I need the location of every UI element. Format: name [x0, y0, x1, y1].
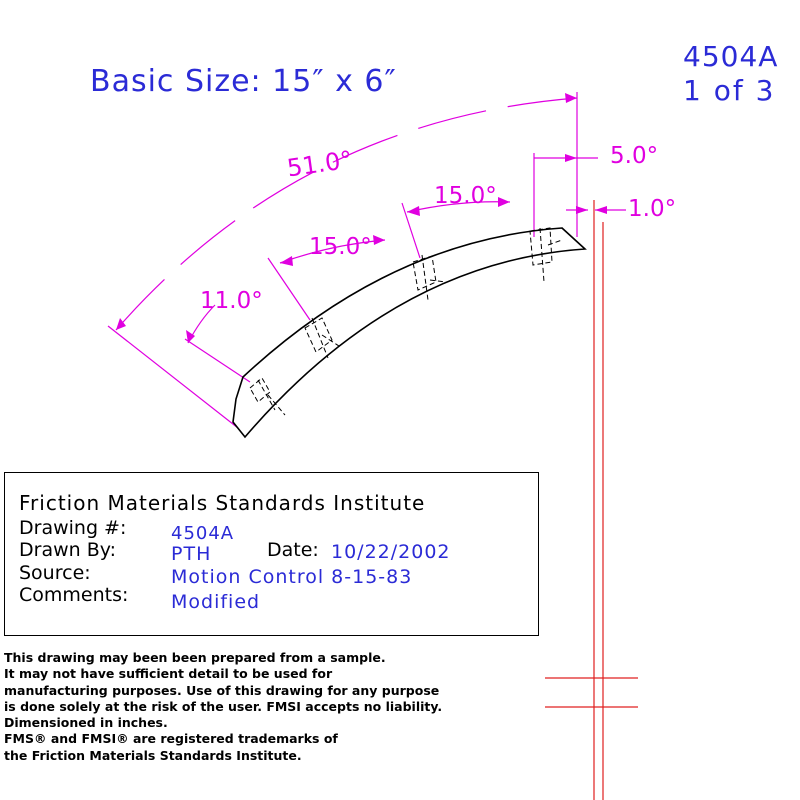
disclaimer: This drawing may been been prepared from…: [4, 650, 442, 764]
drawing-number: 4504A: [683, 40, 779, 73]
drawn-by-value: PTH: [171, 543, 212, 565]
disclaimer-line: manufacturing purposes. Use of this draw…: [4, 682, 440, 698]
drawing-number-label: Drawing #:: [19, 517, 127, 539]
source-value: Motion Control 8-15-83: [171, 566, 413, 588]
date-value: 10/22/2002: [331, 541, 451, 563]
drawing-number-value: 4504A: [171, 523, 235, 544]
comments-value: Modified: [171, 591, 261, 613]
dim-angle-a: 11.0°: [200, 288, 263, 314]
dimension-arrowheads: [116, 93, 607, 343]
organization-name: Friction Materials Standards Institute: [19, 491, 426, 515]
disclaimer-line: It may not have sufficient detail to be …: [4, 666, 333, 682]
hidden-features: [249, 227, 563, 416]
centerline: [545, 200, 638, 800]
disclaimer-line: the Friction Materials Standards Institu…: [4, 747, 302, 763]
basic-size-label: Basic Size: 15″ x 6″: [90, 64, 397, 99]
sheet-number: 1 of 3: [683, 74, 776, 107]
disclaimer-line: FMS® and FMSI® are registered trademarks…: [4, 731, 338, 747]
dim-offset-a: 5.0°: [610, 143, 659, 169]
comments-label: Comments:: [19, 584, 129, 606]
disclaimer-line: This drawing may been been prepared from…: [4, 650, 386, 665]
dim-offset-b: 1.0°: [628, 196, 677, 222]
disclaimer-line: Dimensioned in inches.: [4, 715, 168, 731]
dim-angle-b: 15.0°: [309, 234, 372, 260]
disclaimer-line: is done solely at the risk of the user. …: [4, 698, 443, 714]
lining-outline: [232, 227, 587, 439]
dimension-lines: [107, 92, 626, 429]
title-block: Friction Materials Standards Institute D…: [4, 472, 539, 636]
date-label: Date:: [267, 539, 319, 561]
source-label: Source:: [19, 562, 91, 584]
dim-angle-c: 15.0°: [434, 183, 497, 209]
drawn-by-label: Drawn By:: [19, 539, 117, 561]
